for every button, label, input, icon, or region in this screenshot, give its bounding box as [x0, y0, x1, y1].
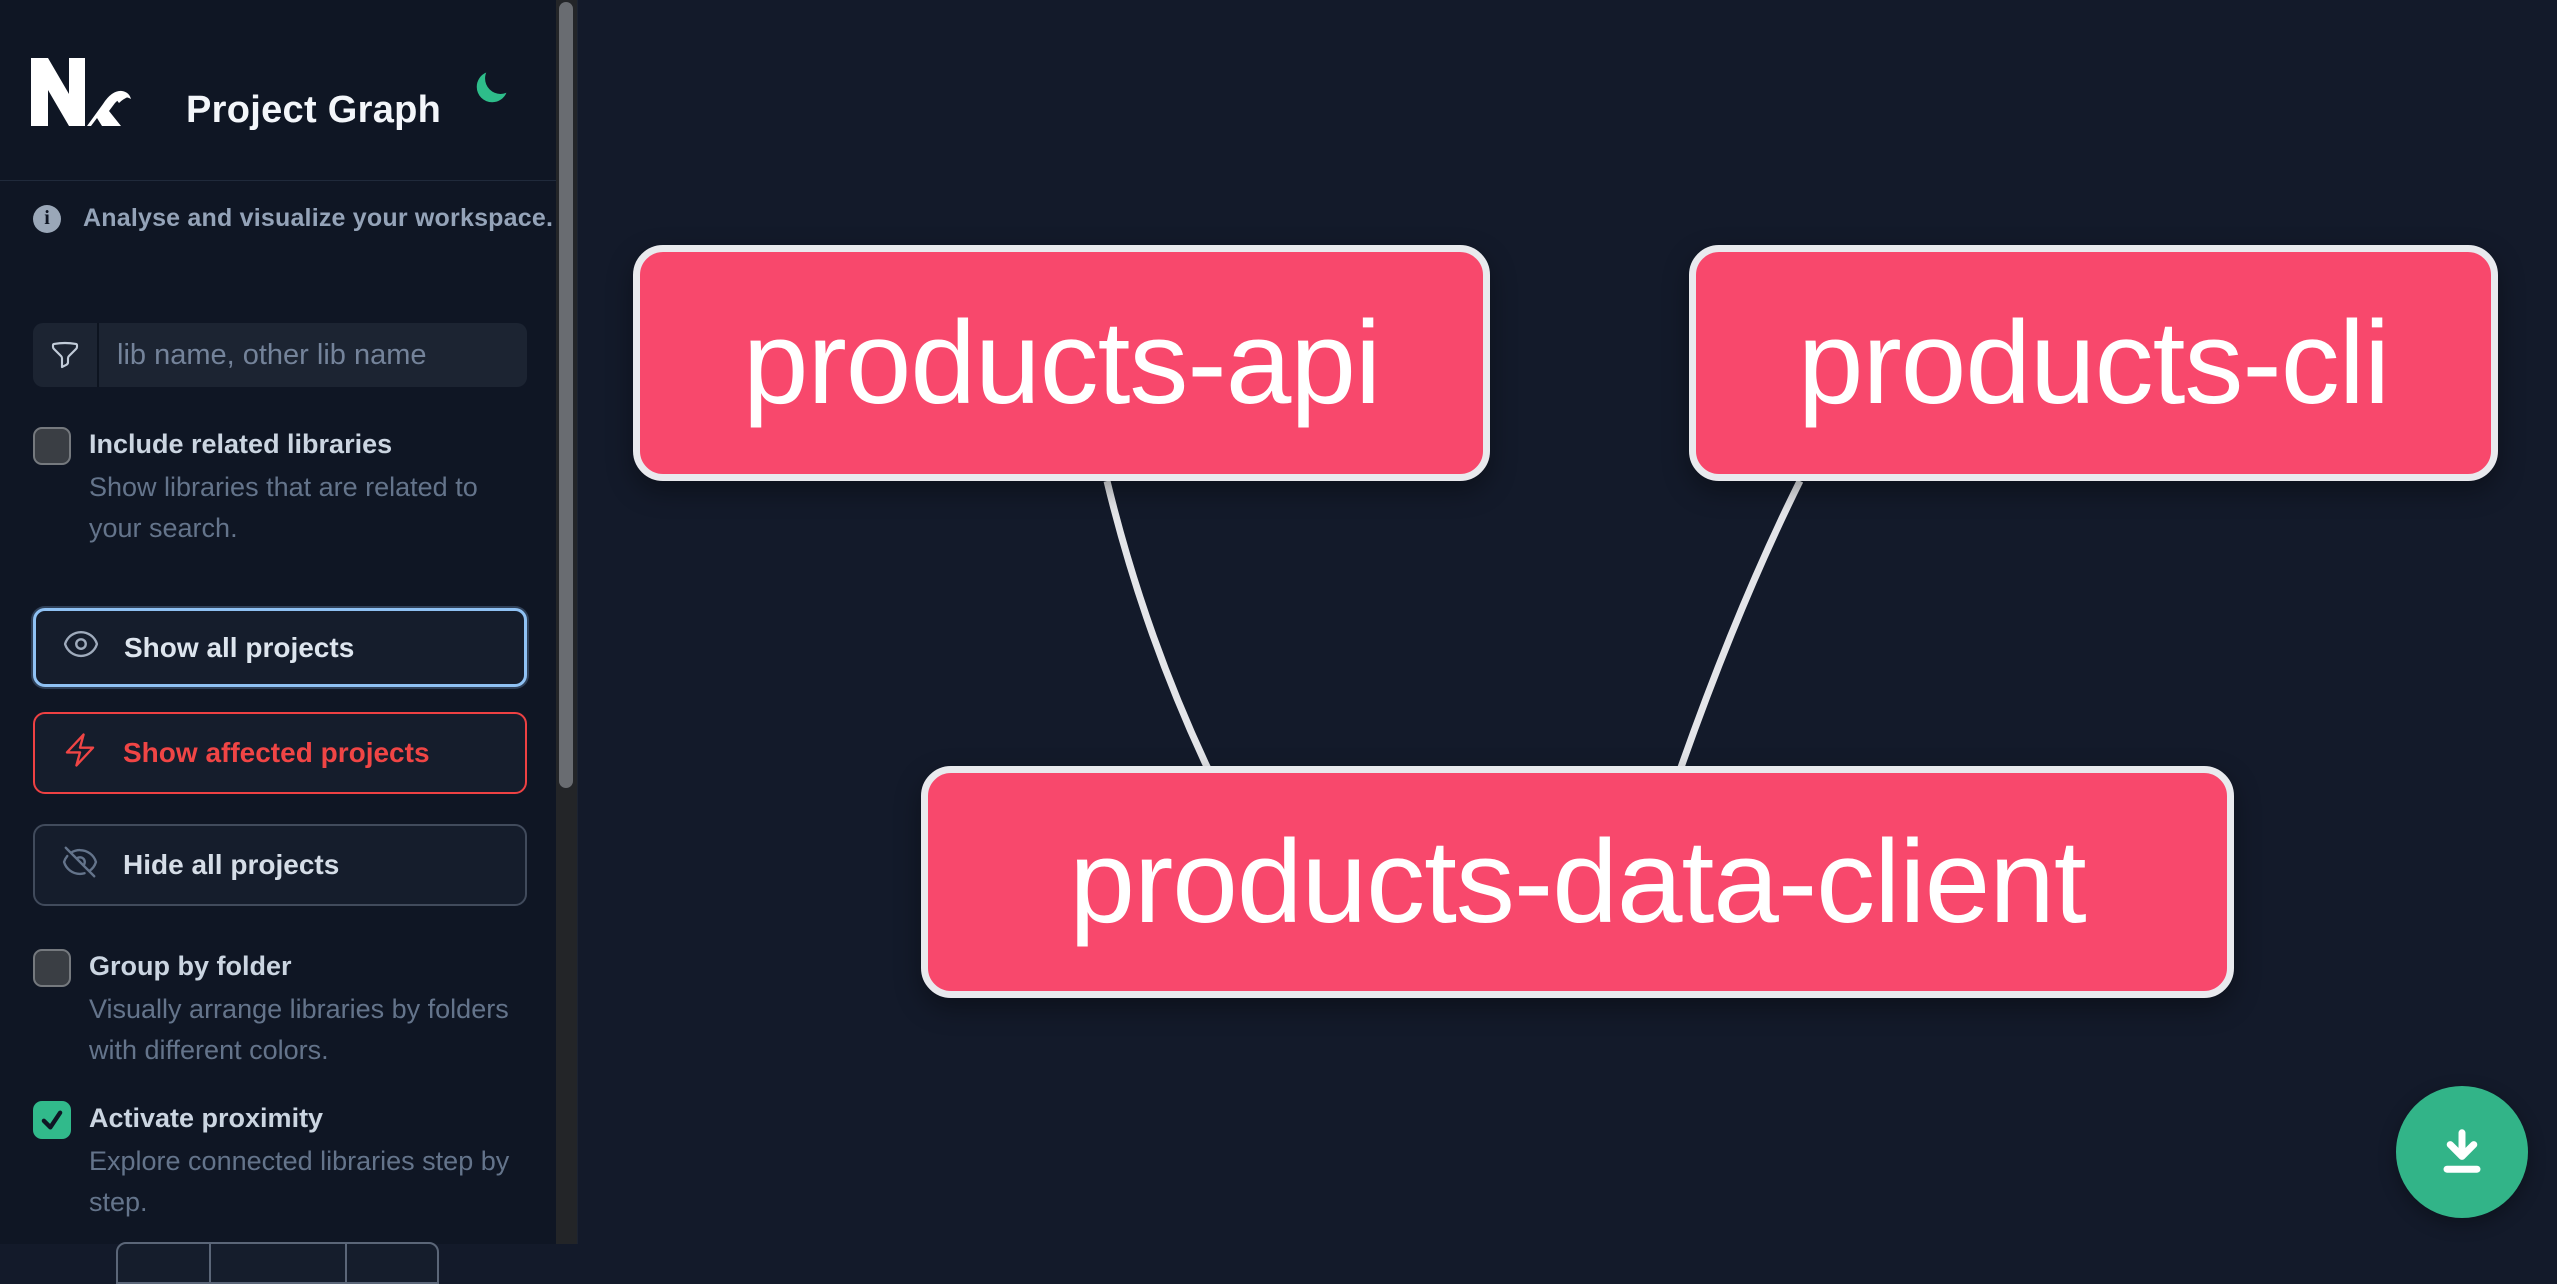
- eye-icon: [62, 625, 100, 670]
- toggle-group-by-folder: Group by folder Visually arrange librari…: [33, 946, 509, 1071]
- increment-segment[interactable]: [345, 1242, 439, 1284]
- show-all-projects-button[interactable]: Show all projects: [33, 608, 527, 687]
- info-text: Analyse and visualize your workspace.: [83, 204, 554, 232]
- toggle-description: Show libraries that are related to your …: [89, 472, 478, 543]
- workspace-info: i Analyse and visualize your workspace.: [33, 204, 553, 233]
- toggle-include-related: Include related libraries Show libraries…: [33, 424, 503, 549]
- sidebar-scrollbar[interactable]: [556, 0, 577, 1244]
- download-icon: [2432, 1121, 2492, 1184]
- theme-toggle-moon-icon[interactable]: [472, 68, 510, 108]
- scrollbar-thumb[interactable]: [559, 2, 573, 788]
- funnel-icon: [33, 323, 99, 387]
- info-icon: i: [33, 204, 61, 233]
- node-label: products-api: [742, 297, 1381, 429]
- bolt-icon: [61, 731, 99, 776]
- toggle-description: Explore connected libraries step by step…: [89, 1146, 510, 1217]
- node-label: products-data-client: [1069, 816, 2086, 948]
- nx-logo-icon: [31, 58, 131, 126]
- page-title: Project Graph: [186, 89, 442, 132]
- toggle-label: Activate proximity: [89, 1103, 324, 1133]
- button-label: Show affected projects: [123, 737, 430, 768]
- toggle-description: Visually arrange libraries by folders wi…: [89, 994, 509, 1065]
- search-input[interactable]: [99, 323, 527, 387]
- toggle-label: Group by folder: [89, 951, 292, 981]
- toggle-label: Include related libraries: [89, 429, 393, 459]
- value-segment: [209, 1242, 347, 1284]
- header-divider: [0, 180, 556, 181]
- include-related-checkbox[interactable]: [33, 427, 71, 465]
- button-label: Show all projects: [124, 631, 355, 663]
- activate-proximity-checkbox[interactable]: [33, 1101, 71, 1139]
- sidebar: Project Graph i Analyse and visualize yo…: [0, 0, 556, 1284]
- toggle-activate-proximity: Activate proximity Explore connected lib…: [33, 1098, 509, 1223]
- node-products-api[interactable]: products-api: [633, 245, 1490, 481]
- group-by-folder-checkbox[interactable]: [33, 949, 71, 987]
- proximity-depth-control[interactable]: [116, 1242, 439, 1284]
- node-products-data-client[interactable]: products-data-client: [921, 766, 2234, 998]
- button-label: Hide all projects: [123, 849, 340, 880]
- node-label: products-cli: [1797, 297, 2390, 429]
- checkmark-icon: [41, 1110, 63, 1130]
- show-affected-projects-button[interactable]: Show affected projects: [33, 712, 527, 794]
- eye-off-icon: [61, 843, 99, 888]
- graph-canvas[interactable]: [577, 0, 2557, 1244]
- decrement-segment[interactable]: [116, 1242, 211, 1284]
- hide-all-projects-button[interactable]: Hide all projects: [33, 824, 527, 906]
- download-graph-button[interactable]: [2396, 1086, 2528, 1218]
- node-products-cli[interactable]: products-cli: [1689, 245, 2498, 481]
- search-box: [33, 323, 527, 387]
